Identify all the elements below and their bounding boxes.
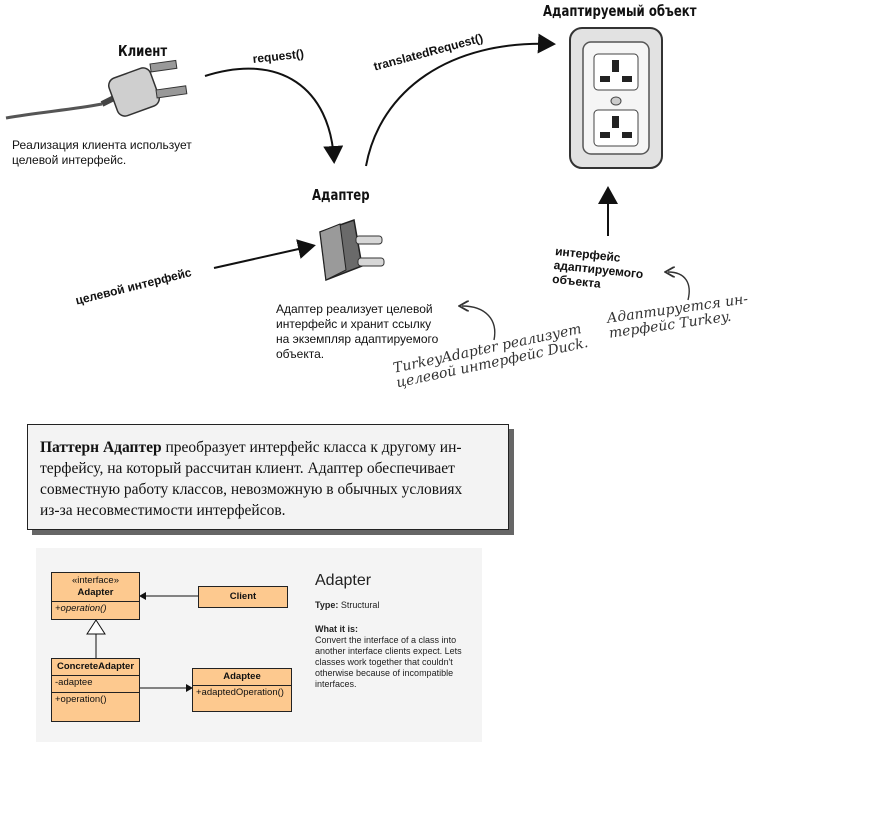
adapter-caption-line: объекта. — [276, 347, 325, 361]
uml-panel: «interface» Adapter +operation() Client … — [36, 548, 482, 742]
client-caption: Реализация клиента использует целевой ин… — [12, 138, 192, 168]
uml-adapter-head: «interface» Adapter — [52, 573, 139, 601]
uml-concrete-adapter: ConcreteAdapter -adaptee +operation() — [51, 658, 140, 722]
client-caption-line: Реализация клиента использует — [12, 138, 192, 152]
uml-stereotype: «interface» — [71, 575, 119, 586]
info-type-value: Structural — [340, 600, 380, 610]
uml-client: Client — [198, 586, 288, 608]
request-arrow — [204, 67, 344, 164]
info-what-label: What it is: — [315, 624, 358, 634]
info-what-line: classes work together that couldn't — [315, 657, 453, 667]
pattern-name: Паттерн Адаптер — [40, 439, 162, 456]
client-caption-line: целевой интерфейс. — [12, 153, 127, 167]
adapter-caption-line: интерфейс и хранит ссылку — [276, 317, 432, 331]
info-what-line: otherwise because of incompatible — [315, 668, 454, 678]
pattern-line: совместную работу классов, невозможную в… — [40, 481, 463, 498]
uml-concrete-attribute: -adaptee — [52, 675, 139, 692]
adapter-label: Адаптер — [312, 186, 370, 204]
illustration-canvas — [5, 27, 690, 341]
info-what-line: Convert the interface of a class into — [315, 635, 457, 645]
uml-adapter-interface: «interface» Adapter +operation() — [51, 572, 140, 620]
translated-request-arrow — [365, 33, 556, 167]
pattern-definition-box: Паттерн Адаптер преобразует интерфейс кл… — [27, 424, 509, 530]
adaptee-object-label: Адаптируемый объект — [543, 2, 697, 20]
uml-concrete-name: ConcreteAdapter — [56, 661, 135, 672]
pattern-line: терфейсу, на который рассчитан клиент. А… — [40, 460, 455, 477]
wall-socket-icon — [569, 27, 663, 169]
uml-adaptee: Adaptee +adaptedOperation() — [192, 668, 292, 712]
info-description: What it is: Convert the interface of a c… — [315, 624, 462, 690]
hand-arrow-1 — [462, 306, 496, 341]
uml-concrete-operation: +operation() — [52, 692, 139, 707]
adapter-plug-icon — [319, 218, 385, 282]
uml-adaptee-name: Adaptee — [223, 671, 261, 682]
info-type: Type: Structural — [315, 600, 379, 611]
uml-client-name: Client — [229, 591, 257, 602]
target-interface-arrow — [213, 239, 316, 269]
adapter-caption-line: на экземпляр адаптируемого — [276, 332, 439, 346]
info-what-line: another interface clients expect. Lets — [315, 646, 462, 656]
client-label: Клиент — [118, 42, 168, 60]
info-type-label: Type: — [315, 600, 339, 610]
adapter-caption: Адаптер реализует целевой интерфейс и хр… — [276, 302, 438, 362]
uml-connectors — [86, 592, 198, 692]
uml-adapter-operation: +operation() — [52, 601, 139, 616]
pattern-line-rest: преобразует интерфейс класса к другому и… — [161, 439, 462, 456]
info-title: Adapter — [315, 572, 372, 589]
plug-icon — [5, 59, 188, 120]
hand-arrow-2 — [668, 272, 690, 301]
info-what-line: interfaces. — [315, 679, 357, 689]
uml-adapter-name: Adapter — [77, 587, 114, 598]
pattern-line: из-за несовместимости интерфейсов. — [40, 502, 286, 519]
adapter-caption-line: Адаптер реализует целевой — [276, 302, 433, 316]
realization-triangle — [86, 619, 106, 635]
pattern-line: Паттерн Адаптер преобразует интерфейс кл… — [40, 437, 498, 458]
uml-adaptee-operation: +adaptedOperation() — [193, 685, 291, 700]
